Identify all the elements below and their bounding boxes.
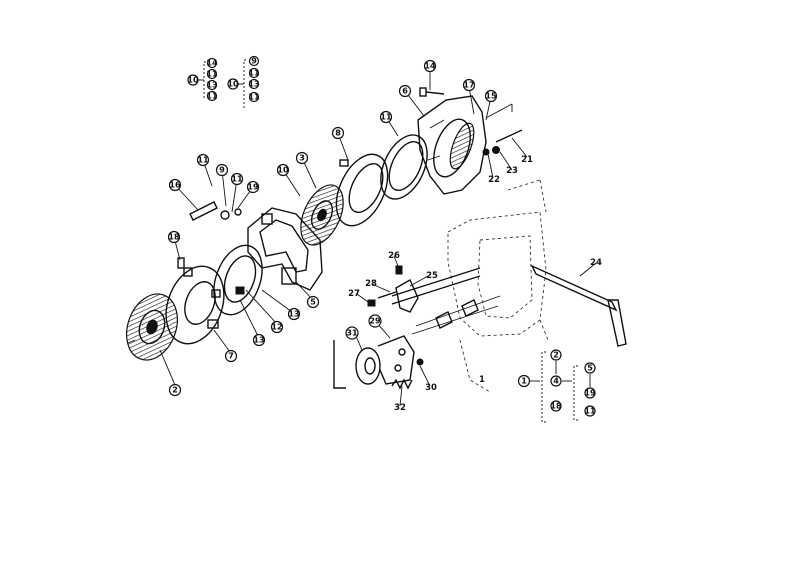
svg-text:11: 11	[380, 113, 392, 122]
ring-11	[380, 134, 428, 200]
svg-text:17: 17	[463, 81, 474, 90]
legend-top-group-a: 10 14 11 13 11	[187, 57, 218, 102]
svg-text:14: 14	[424, 62, 436, 71]
svg-text:9: 9	[219, 166, 225, 175]
callout-13a: 13	[252, 333, 266, 347]
callout-11c: 11	[379, 110, 393, 124]
svg-text:8: 8	[335, 129, 341, 138]
svg-text:7: 7	[228, 352, 234, 361]
pin-16	[189, 201, 218, 221]
intermediate-ring	[213, 244, 263, 316]
label-1-mark: 1	[479, 375, 485, 385]
callout-9: 9	[215, 163, 229, 177]
svg-text:1: 1	[521, 377, 527, 386]
label-22: 22	[488, 175, 500, 185]
callout-6: 6	[398, 84, 412, 98]
svg-text:11: 11	[231, 175, 243, 184]
release-fork	[367, 265, 419, 313]
callout-7: 7	[224, 349, 238, 363]
svg-text:19: 19	[247, 183, 259, 192]
label-28: 28	[365, 279, 377, 289]
flywheel-housing	[417, 95, 487, 195]
label-21: 21	[521, 155, 533, 165]
callout-8: 8	[331, 126, 345, 140]
svg-text:13: 13	[248, 80, 259, 89]
callout-31: 31	[345, 326, 359, 340]
svg-text:12: 12	[271, 323, 282, 332]
legend-bottom: 1 2 4 18 5 19 11	[517, 349, 596, 423]
callout-13b: 13	[287, 307, 301, 321]
svg-text:13: 13	[206, 81, 217, 90]
callout-15: 15	[484, 89, 498, 103]
callout-17: 17	[462, 78, 476, 92]
svg-text:10: 10	[227, 80, 239, 89]
svg-text:15: 15	[485, 92, 497, 101]
legend-top-group-b: 10 9 11 13 11	[227, 55, 260, 109]
svg-text:4: 4	[553, 377, 559, 386]
svg-text:6: 6	[402, 87, 408, 96]
pin-small	[177, 257, 185, 269]
callout-3: 3	[295, 151, 309, 165]
svg-text:11: 11	[197, 156, 209, 165]
callout-11b: 11	[230, 172, 244, 186]
legend-top: 10 14 11 13 11 10 9 11 13 11	[187, 55, 260, 109]
callout-18: 18	[167, 230, 181, 244]
svg-text:18: 18	[550, 402, 562, 411]
svg-text:11: 11	[248, 69, 260, 78]
callout-19: 19	[246, 180, 260, 194]
clutch-disc-left	[126, 293, 178, 361]
svg-text:14: 14	[206, 59, 218, 68]
callout-12: 12	[270, 320, 284, 334]
svg-text:13: 13	[288, 310, 299, 319]
clutch-cover	[220, 207, 323, 291]
label-25: 25	[426, 271, 438, 281]
callout-14: 14	[423, 59, 437, 73]
svg-text:13: 13	[253, 336, 264, 345]
label-23: 23	[506, 166, 518, 176]
bolt-21	[482, 103, 523, 156]
bolt-14	[419, 87, 445, 97]
callout-2: 2	[168, 383, 182, 397]
svg-text:18: 18	[168, 233, 180, 242]
release-lever-24	[530, 264, 627, 347]
release-shaft	[391, 267, 501, 335]
svg-text:5: 5	[310, 298, 316, 307]
label-32: 32	[394, 403, 406, 413]
label-27: 27	[348, 289, 360, 299]
transmission-case	[447, 179, 549, 393]
svg-text:19: 19	[584, 389, 596, 398]
spring-32	[391, 358, 424, 390]
callout-29: 29	[368, 314, 382, 328]
svg-text:10: 10	[277, 166, 289, 175]
label-26: 26	[388, 251, 400, 261]
label-24: 24	[590, 258, 602, 268]
svg-text:11: 11	[584, 407, 596, 416]
svg-text:2: 2	[553, 351, 559, 360]
svg-text:11: 11	[206, 70, 218, 79]
callout-16: 16	[168, 178, 182, 192]
callout-11a: 11	[196, 153, 210, 167]
svg-text:5: 5	[587, 364, 593, 373]
svg-text:2: 2	[172, 386, 178, 395]
svg-text:11: 11	[206, 92, 218, 101]
callout-5: 5	[306, 295, 320, 309]
svg-text:11: 11	[248, 93, 260, 102]
svg-text:29: 29	[369, 317, 381, 326]
svg-text:31: 31	[346, 329, 358, 338]
svg-text:3: 3	[299, 154, 305, 163]
svg-text:9: 9	[251, 57, 257, 66]
plate-8	[335, 153, 389, 227]
callout-10: 10	[276, 163, 290, 177]
friction-disc	[300, 184, 344, 246]
svg-text:10: 10	[187, 76, 199, 85]
svg-text:16: 16	[169, 181, 181, 190]
pressure-plate-ring	[165, 265, 225, 345]
release-bearing	[333, 335, 415, 389]
label-30: 30	[425, 383, 437, 393]
